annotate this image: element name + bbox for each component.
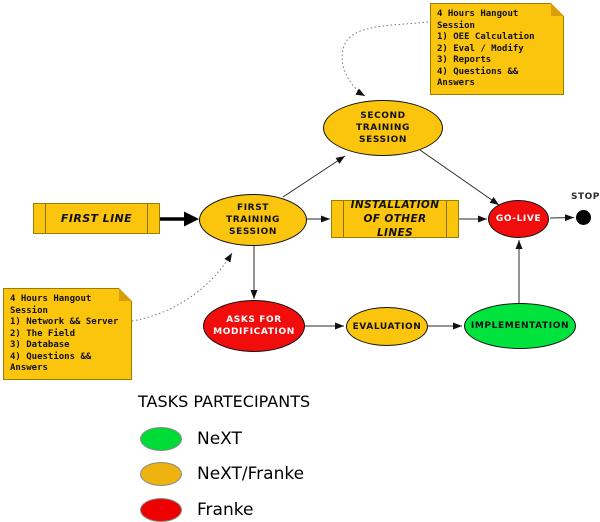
node-second-training-session: SECOND TRAINING SESSION xyxy=(323,100,443,156)
node-implementation: IMPLEMENTATION xyxy=(464,303,576,349)
node-go-live: GO-LIVE xyxy=(488,200,549,238)
legend-swatch-franke xyxy=(140,498,182,522)
edge-first-line-to-first-training xyxy=(160,211,199,227)
stop-label: STOP xyxy=(571,192,600,202)
node-label: FIRST TRAINING SESSION xyxy=(226,203,280,237)
edge-note-left-to-first-training xyxy=(131,252,233,322)
note-line: 3) Reports xyxy=(437,55,492,65)
edge-note-top-to-second-training xyxy=(341,21,429,97)
note-line: 3) Database xyxy=(10,340,70,350)
node-label: ASKS FOR MODIFICATION xyxy=(213,315,295,337)
node-label: FIRST LINE xyxy=(60,211,133,225)
node-first-training-session: FIRST TRAINING SESSION xyxy=(199,194,307,246)
note-hangout-session-left: 4 Hours Hangout Session 1) Network && Se… xyxy=(3,288,132,380)
node-first-line: FIRST LINE xyxy=(33,203,160,234)
node-asks-for-modification: ASKS FOR MODIFICATION xyxy=(203,300,305,352)
note-line: 4) Questions && Answers xyxy=(437,66,519,89)
node-label: EVALUATION xyxy=(352,321,422,332)
legend-label-franke: Franke xyxy=(197,500,254,520)
node-label: SECOND TRAINING SESSION xyxy=(356,111,410,145)
note-line: 2) Eval / Modify xyxy=(437,43,524,54)
edge-second-training-to-go-live xyxy=(419,149,500,206)
legend-label-next: NeXT xyxy=(197,429,242,449)
note-line: 4 Hours Hangout Session xyxy=(10,294,92,316)
note-fold-corner xyxy=(119,288,132,301)
note-line: 1) OEE Calculation xyxy=(437,32,535,42)
note-fold-corner xyxy=(551,3,564,16)
note-line: 2) The Field xyxy=(10,328,76,339)
legend-title: TASKS PARTECIPANTS xyxy=(138,392,311,411)
node-evaluation: EVALUATION xyxy=(346,307,428,346)
note-hangout-session-top: 4 Hours Hangout Session 1) OEE Calculati… xyxy=(430,3,564,95)
note-line: 1) Network && Server xyxy=(10,317,119,327)
legend-label-next-franke: NeXT/Franke xyxy=(197,464,305,484)
note-line: 4 Hours Hangout Session xyxy=(437,9,519,31)
stop-terminal-icon xyxy=(576,210,591,225)
note-line: 4) Questions && Answers xyxy=(10,351,92,374)
node-installation-of-other-lines: INSTALLATION OF OTHER LINES xyxy=(331,199,459,239)
node-label: INSTALLATION OF OTHER LINES xyxy=(350,199,440,239)
edge-go-live-to-stop xyxy=(549,214,575,222)
node-label: GO-LIVE xyxy=(495,214,542,224)
legend-swatch-next xyxy=(140,427,182,451)
edge-first-training-to-second-training xyxy=(282,155,346,198)
node-label: IMPLEMENTATION xyxy=(470,321,570,331)
legend-swatch-next-franke xyxy=(140,462,182,486)
